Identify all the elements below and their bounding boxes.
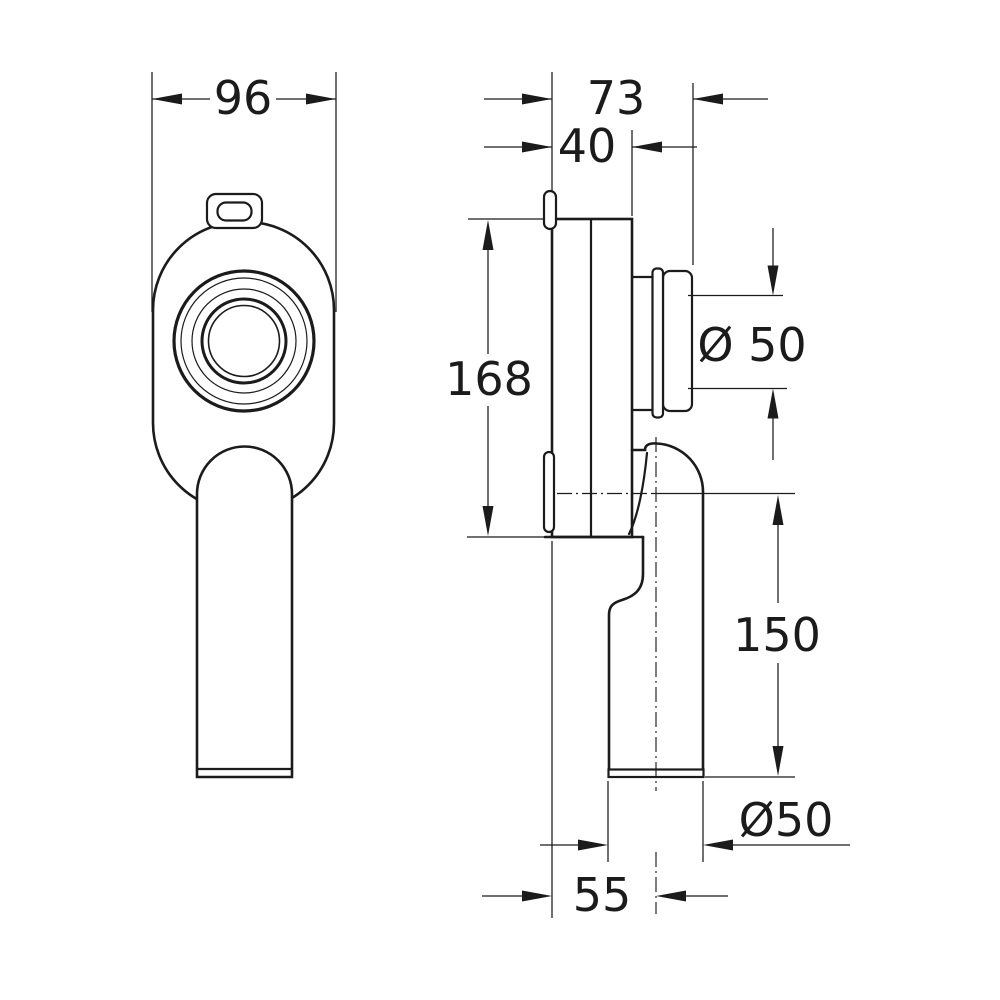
arrowhead-left — [522, 141, 552, 153]
dim-pipe-diameter-label: Ø50 — [739, 793, 834, 847]
side-bottom-tab — [542, 450, 556, 534]
side-top-tab — [542, 189, 558, 231]
dim-height-168-label: 168 — [445, 352, 533, 406]
dimension-drop-150: 150 — [705, 495, 821, 778]
front-mounting-tab — [205, 192, 264, 230]
dimension-height-168: 168 — [445, 218, 545, 538]
socket-body — [661, 269, 694, 413]
arrowhead-right — [693, 93, 723, 105]
dimension-offset-55: 55 — [482, 541, 728, 922]
arrowhead-up — [772, 495, 784, 525]
dimension-pipe-diameter: Ø50 — [540, 781, 850, 862]
seal-ring-circle — [191, 288, 297, 394]
dim-width-96-label: 96 — [214, 71, 273, 125]
flange-ring-circle — [180, 277, 308, 405]
outlet-socket — [630, 267, 694, 419]
arrowhead-left — [703, 839, 733, 851]
elbow-neck-line — [627, 451, 649, 536]
arrowhead-left — [522, 93, 552, 105]
dimension-depth-73: 73 — [484, 71, 768, 265]
front-flange-circles — [172, 269, 316, 413]
arrowhead-right — [306, 93, 336, 105]
arrowhead-right — [522, 890, 552, 902]
elbow-and-downpipe — [543, 437, 795, 791]
arrowhead-down — [767, 265, 779, 296]
arrowhead-right — [578, 839, 608, 851]
socket-ring — [651, 267, 665, 419]
elbow-outer-profile — [630, 442, 705, 771]
arrowhead-left — [152, 93, 182, 105]
inlet-outer-circle — [200, 297, 288, 385]
arrowhead-down — [482, 506, 494, 536]
dim-depth-40-label: 40 — [558, 119, 617, 173]
arrowhead-down — [772, 746, 784, 776]
dim-drop-150-label: 150 — [733, 608, 821, 662]
dimension-outlet-diameter: Ø 50 — [688, 228, 807, 460]
arrowhead-left — [656, 890, 686, 902]
flange-outer-circle — [172, 269, 316, 413]
side-view: 73 40 — [445, 71, 850, 922]
front-view: 96 — [151, 71, 337, 779]
inlet-bore-circle — [207, 304, 281, 378]
front-mounting-slot — [216, 201, 253, 222]
dim-offset-55-label: 55 — [573, 868, 632, 922]
arrowhead-up — [767, 388, 779, 419]
arrowhead-up — [482, 220, 494, 250]
dim-depth-73-label: 73 — [587, 71, 646, 125]
front-downpipe — [195, 445, 294, 779]
dimension-width-96: 96 — [151, 71, 337, 312]
dim-outlet-diameter-label: Ø 50 — [697, 318, 806, 372]
arrowhead-right — [632, 141, 662, 153]
downpipe-front-profile — [607, 535, 645, 771]
dimension-depth-40: 40 — [484, 119, 697, 216]
